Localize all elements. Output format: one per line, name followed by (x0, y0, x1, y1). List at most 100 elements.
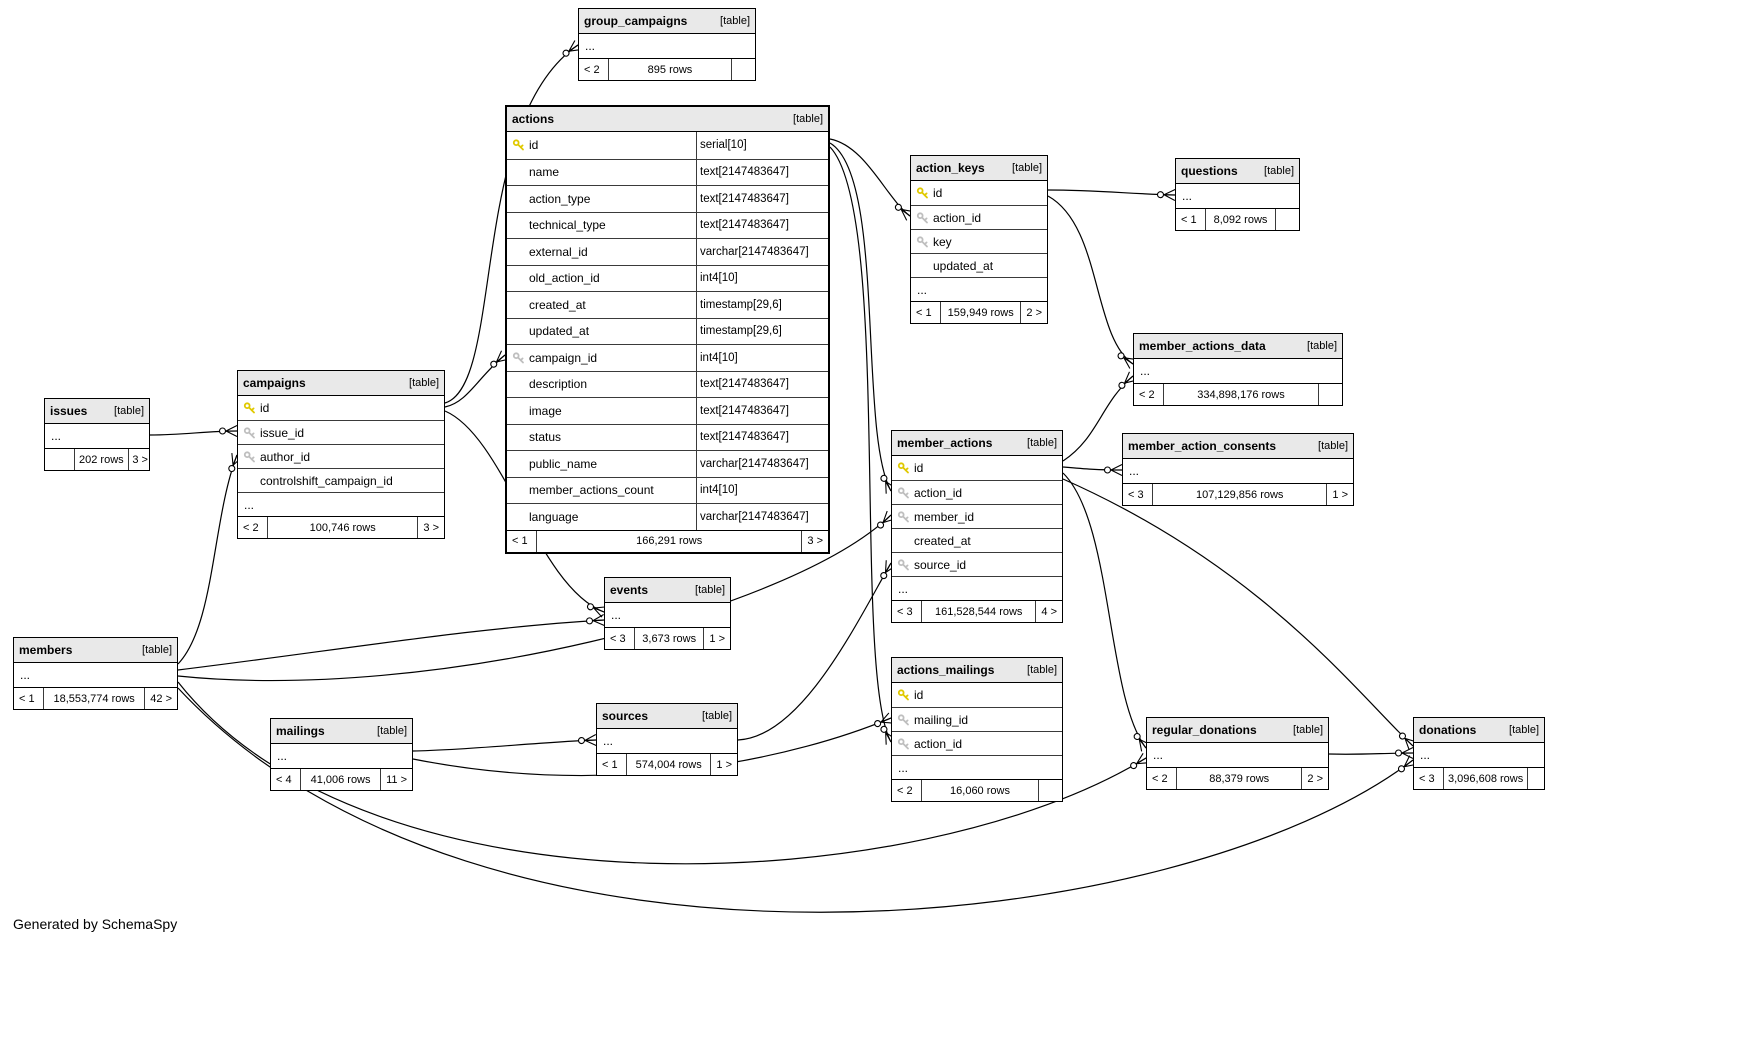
column-name: issue_id (260, 425, 305, 440)
column-name-cell: source_id (892, 553, 1062, 576)
row-count: 100,746 rows (309, 521, 376, 534)
column-name: action_id (933, 210, 982, 225)
table-header-member_action_consents[interactable]: member_action_consents[table] (1123, 434, 1353, 459)
column-row-author_id: author_id (238, 444, 444, 468)
footer-parents-count: < 3 (1123, 484, 1153, 505)
foreign-key-icon (897, 737, 910, 750)
table-header-campaigns[interactable]: campaigns [table] (238, 371, 444, 396)
table-tag: [table] (409, 377, 439, 389)
column-name-cell: ... (579, 34, 755, 58)
column-name-cell: ... (1147, 743, 1328, 767)
table-title: issues (50, 404, 88, 418)
ellipsis-row: ... (1414, 743, 1544, 767)
column-name-cell: author_id (238, 445, 444, 468)
table-tag: [table] (1027, 664, 1057, 676)
table-tag: [table] (1012, 162, 1042, 174)
column-type: serial[10] (696, 132, 828, 159)
column-name-cell: ... (892, 577, 1062, 600)
footer-children-count: 2 > (1020, 302, 1047, 323)
column-name-cell: id (507, 132, 696, 159)
footer-parents-count: < 3 (605, 628, 635, 649)
table-title: campaigns (243, 376, 306, 390)
table-header-action_keys[interactable]: action_keys[table] (911, 156, 1047, 181)
ellipsis-row: ... (1147, 743, 1328, 767)
table-header-donations[interactable]: donations[table] (1414, 718, 1544, 743)
table-header-questions[interactable]: questions [table] (1176, 159, 1299, 184)
column-name-cell: ... (238, 493, 444, 516)
foreign-key-icon (916, 235, 929, 248)
edge-member_actions-id-to-donations (1062, 478, 1417, 751)
table-header-sources[interactable]: sources[table] (597, 704, 737, 729)
column-row-mailing_id: mailing_id (892, 707, 1062, 731)
table-header-group_campaigns[interactable]: group_campaigns [table] (579, 9, 755, 34)
edge-mailings-to-sources (412, 734, 597, 752)
column-name: id (933, 186, 943, 200)
table-title: sources (602, 709, 649, 723)
column-name: id (260, 401, 270, 415)
table-header-member_actions_data[interactable]: member_actions_data[table] (1134, 334, 1342, 359)
table-header-actions[interactable]: actions[table] (507, 107, 828, 132)
table-header-actions_mailings[interactable]: actions_mailings[table] (892, 658, 1062, 683)
table-title: group_campaigns (584, 14, 688, 28)
table-header-mailings[interactable]: mailings[table] (271, 719, 412, 744)
footer-children-count: 2 > (1301, 768, 1328, 789)
row-count: 8,092 rows (1213, 213, 1268, 226)
column-name-cell: ... (271, 744, 412, 768)
column-type: int4[10] (696, 345, 828, 371)
table-tag: [table] (1318, 440, 1348, 452)
table-title: mailings (276, 724, 325, 738)
column-name: ... (1129, 464, 1140, 478)
table-title: questions (1181, 164, 1238, 178)
column-name-cell: old_action_id (507, 266, 696, 292)
column-name: id (914, 461, 924, 475)
table-tag: [table] (1264, 165, 1294, 177)
column-type: varchar[2147483647] (696, 451, 828, 477)
table-header-events[interactable]: events[table] (605, 578, 730, 603)
column-type: timestamp[29,6] (696, 292, 828, 318)
table-header-issues[interactable]: issues[table] (45, 399, 149, 424)
table-header-members[interactable]: members[table] (14, 638, 177, 663)
table-tag: [table] (1293, 724, 1323, 736)
footer-parents-count: < 1 (597, 754, 627, 775)
table-header-member_actions[interactable]: member_actions[table] (892, 431, 1062, 456)
column-name-cell: action_id (911, 206, 1047, 229)
table-tag: [table] (1027, 437, 1057, 449)
row-count: 161,528,544 rows (934, 605, 1023, 618)
footer-parents-count: < 3 (1414, 768, 1444, 789)
column-name: campaign_id (529, 350, 598, 365)
table-tag: [table] (720, 15, 750, 27)
edge-regular_donations-to-donations (1328, 747, 1414, 759)
column-type: varchar[2147483647] (696, 239, 828, 265)
primary-key-icon (897, 689, 910, 702)
row-count: 202 rows (79, 453, 124, 466)
column-name-cell: id (892, 683, 1062, 707)
column-row-created_at: created_at (892, 528, 1062, 552)
column-name: old_action_id (529, 271, 600, 286)
table-header-regular_donations[interactable]: regular_donations[table] (1147, 718, 1328, 743)
